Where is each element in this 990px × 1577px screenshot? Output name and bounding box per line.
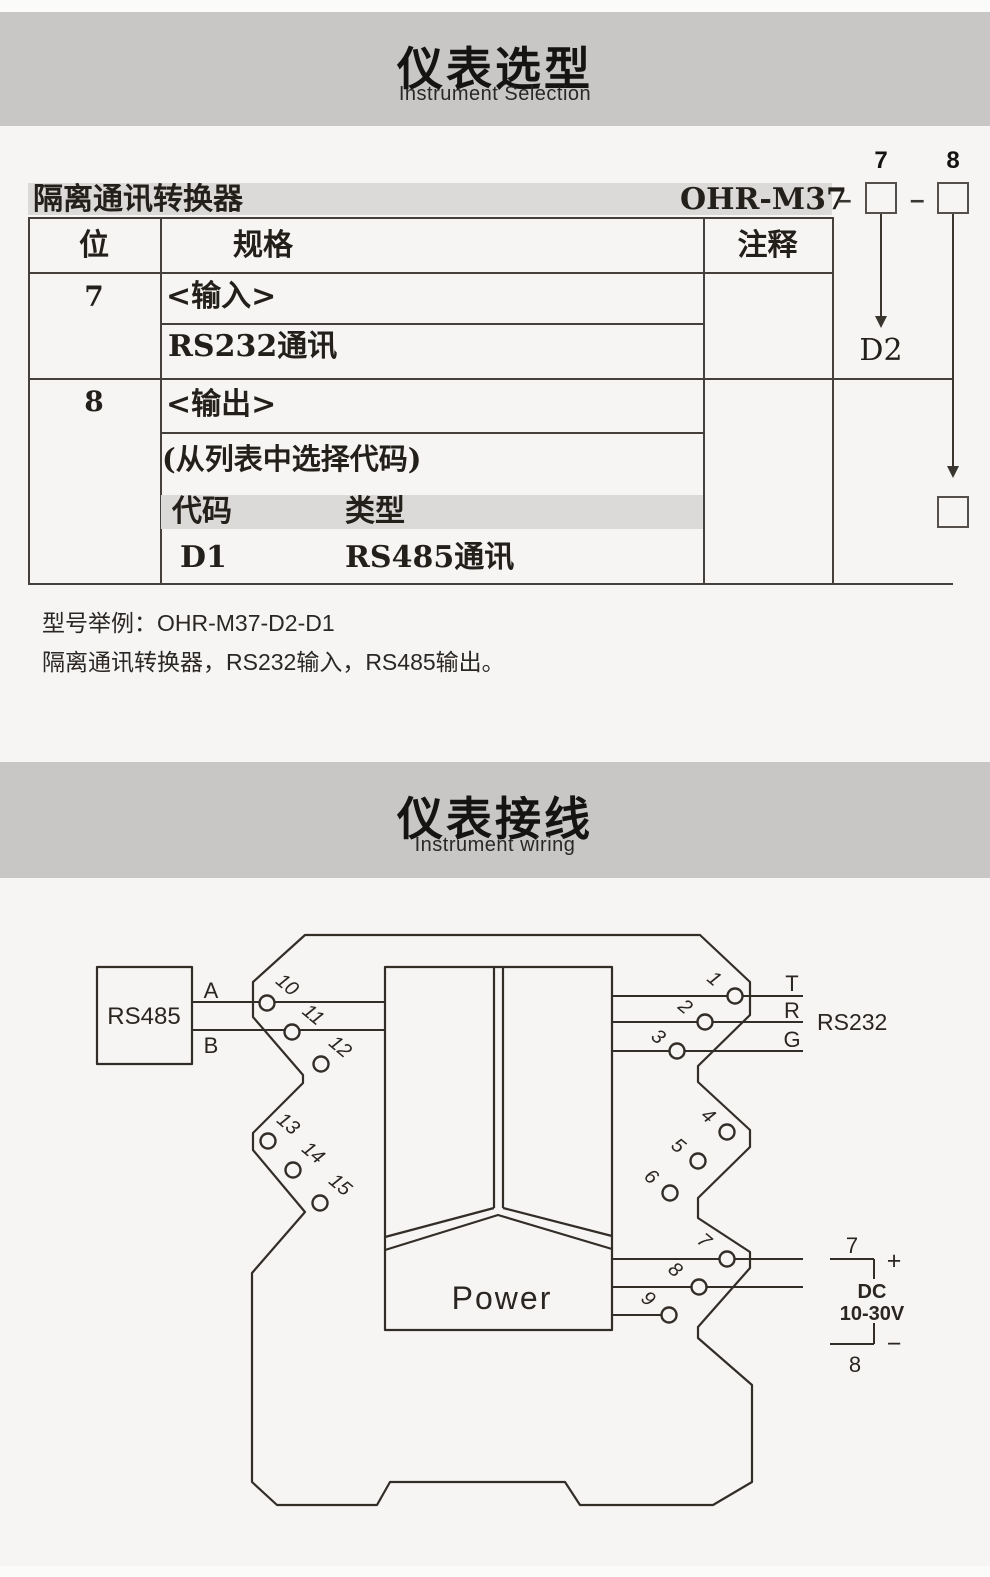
terminal-label-3: 3 [647, 1025, 670, 1049]
section1-band: 仪表选型 Instrument Selection [0, 12, 990, 126]
table-border-note-right [832, 217, 834, 585]
row8-spec-title: <输出> [166, 387, 277, 422]
terminal-3 [668, 1042, 686, 1060]
model-dash-1: – [837, 184, 852, 214]
section2-band: 仪表接线 Instrument wiring [0, 762, 990, 878]
row7-pos: 7 [84, 280, 104, 313]
arrow-line-slot7 [880, 214, 882, 318]
code-header: 代码 [172, 494, 232, 529]
terminal-label-4: 4 [697, 1104, 720, 1128]
terminal-label-12: 12 [324, 1031, 355, 1062]
type-header: 类型 [345, 494, 405, 529]
terminal-10 [258, 994, 276, 1012]
top-strip [0, 0, 990, 12]
terminal-12 [312, 1055, 330, 1073]
section2-subtitle: Instrument wiring [414, 834, 576, 856]
wire-b-label: B [204, 1033, 219, 1058]
terminal-label-5: 5 [667, 1134, 690, 1159]
bottom-strip [0, 1566, 990, 1577]
terminal-4 [718, 1123, 736, 1141]
table-line-row8-sub [160, 432, 705, 434]
row8-type: RS485通讯 [345, 540, 515, 575]
terminal-label-9: 9 [637, 1287, 660, 1311]
module-outline [250, 933, 754, 1507]
terminal-label-15: 15 [324, 1169, 356, 1201]
terminal-label-1: 1 [703, 967, 726, 991]
row7-code-d2: D2 [859, 333, 903, 368]
section2-title: 仪表接线 [397, 793, 593, 845]
wire-r-label: R [784, 998, 800, 1023]
table-line-bottom [28, 583, 953, 585]
terminal-15 [311, 1194, 329, 1212]
arrow-line-slot8 [952, 214, 954, 468]
terminal-label-7: 7 [693, 1229, 716, 1254]
table-line-row7-8 [28, 378, 953, 380]
row8-spec-hint: (从列表中选择代码) [162, 442, 422, 476]
header-note: 注释 [737, 228, 798, 263]
terminal-label-10: 10 [271, 969, 302, 1000]
row8-code: D1 [180, 540, 227, 575]
rs232-label: RS232 [817, 1009, 887, 1035]
model-slot-8-box [937, 182, 969, 214]
dc-minus-sign: − [887, 1330, 902, 1358]
section1-title: 仪表选型 [397, 43, 593, 95]
dc-plus-sign: + [887, 1247, 902, 1275]
example-line1: 型号举例：OHR-M37-D2-D1 [42, 610, 335, 636]
code-type-header-bar [161, 495, 703, 529]
table-divider-note [703, 217, 705, 585]
dc-voltage-label: 10-30V [840, 1303, 905, 1325]
arrow-head-slot7-icon [875, 316, 887, 328]
model-dash-2: – [910, 184, 925, 214]
converter-block [383, 965, 614, 1332]
terminal-14 [284, 1161, 302, 1179]
terminal-1 [726, 987, 744, 1005]
row7-spec-title: <输入> [166, 279, 277, 314]
terminal-label-14: 14 [297, 1137, 328, 1168]
table-line-header [28, 272, 834, 274]
terminal-label-11: 11 [298, 1000, 328, 1030]
wire-a-label: A [204, 978, 219, 1003]
slot-8-digit: 8 [946, 147, 960, 174]
dc-terminal-8-label: 8 [849, 1352, 861, 1377]
terminal-8 [690, 1278, 708, 1296]
slot8-target-box [937, 496, 969, 528]
table-line-row7-sub [160, 323, 705, 325]
dc-terminal-7-label: 7 [846, 1233, 858, 1258]
wiring-diagram: 10 11 12 13 14 15 1 2 3 4 5 6 7 8 9 RS48… [95, 933, 905, 1507]
wire-t-label: T [785, 971, 798, 996]
terminal-label-13: 13 [272, 1108, 303, 1139]
product-name: 隔离通讯转换器 [33, 182, 243, 217]
table-divider-pos [160, 217, 162, 585]
arrow-head-slot8-icon [947, 466, 959, 478]
table-line-top [28, 217, 834, 219]
terminal-label-6: 6 [640, 1165, 663, 1190]
terminal-label-8: 8 [664, 1258, 687, 1282]
terminal-6 [661, 1184, 679, 1202]
table-title-bar [28, 183, 832, 215]
header-pos: 位 [79, 228, 109, 263]
wire-g-label: G [783, 1027, 800, 1052]
model-slot-7-box [865, 182, 897, 214]
slot-7-digit: 7 [874, 147, 888, 174]
section1-subtitle: Instrument Selection [398, 83, 592, 105]
example-line2: 隔离通讯转换器，RS232输入，RS485输出。 [42, 649, 505, 675]
terminal-label-2: 2 [673, 994, 696, 1019]
terminal-13 [259, 1132, 277, 1150]
row8-pos: 8 [84, 385, 104, 418]
terminal-9 [660, 1306, 678, 1324]
dc-label: DC [858, 1281, 887, 1303]
rs485-box [95, 965, 194, 1066]
table-border-left [28, 217, 30, 585]
power-label: Power [452, 1280, 553, 1316]
header-spec: 规格 [233, 228, 293, 263]
row7-spec-value: RS232通讯 [168, 329, 338, 364]
terminal-2 [696, 1013, 714, 1031]
rs485-label: RS485 [107, 1003, 180, 1030]
terminal-11 [283, 1023, 301, 1041]
terminal-7 [718, 1250, 736, 1268]
model-code: OHR-M37 [680, 182, 847, 217]
terminal-5 [689, 1152, 707, 1170]
